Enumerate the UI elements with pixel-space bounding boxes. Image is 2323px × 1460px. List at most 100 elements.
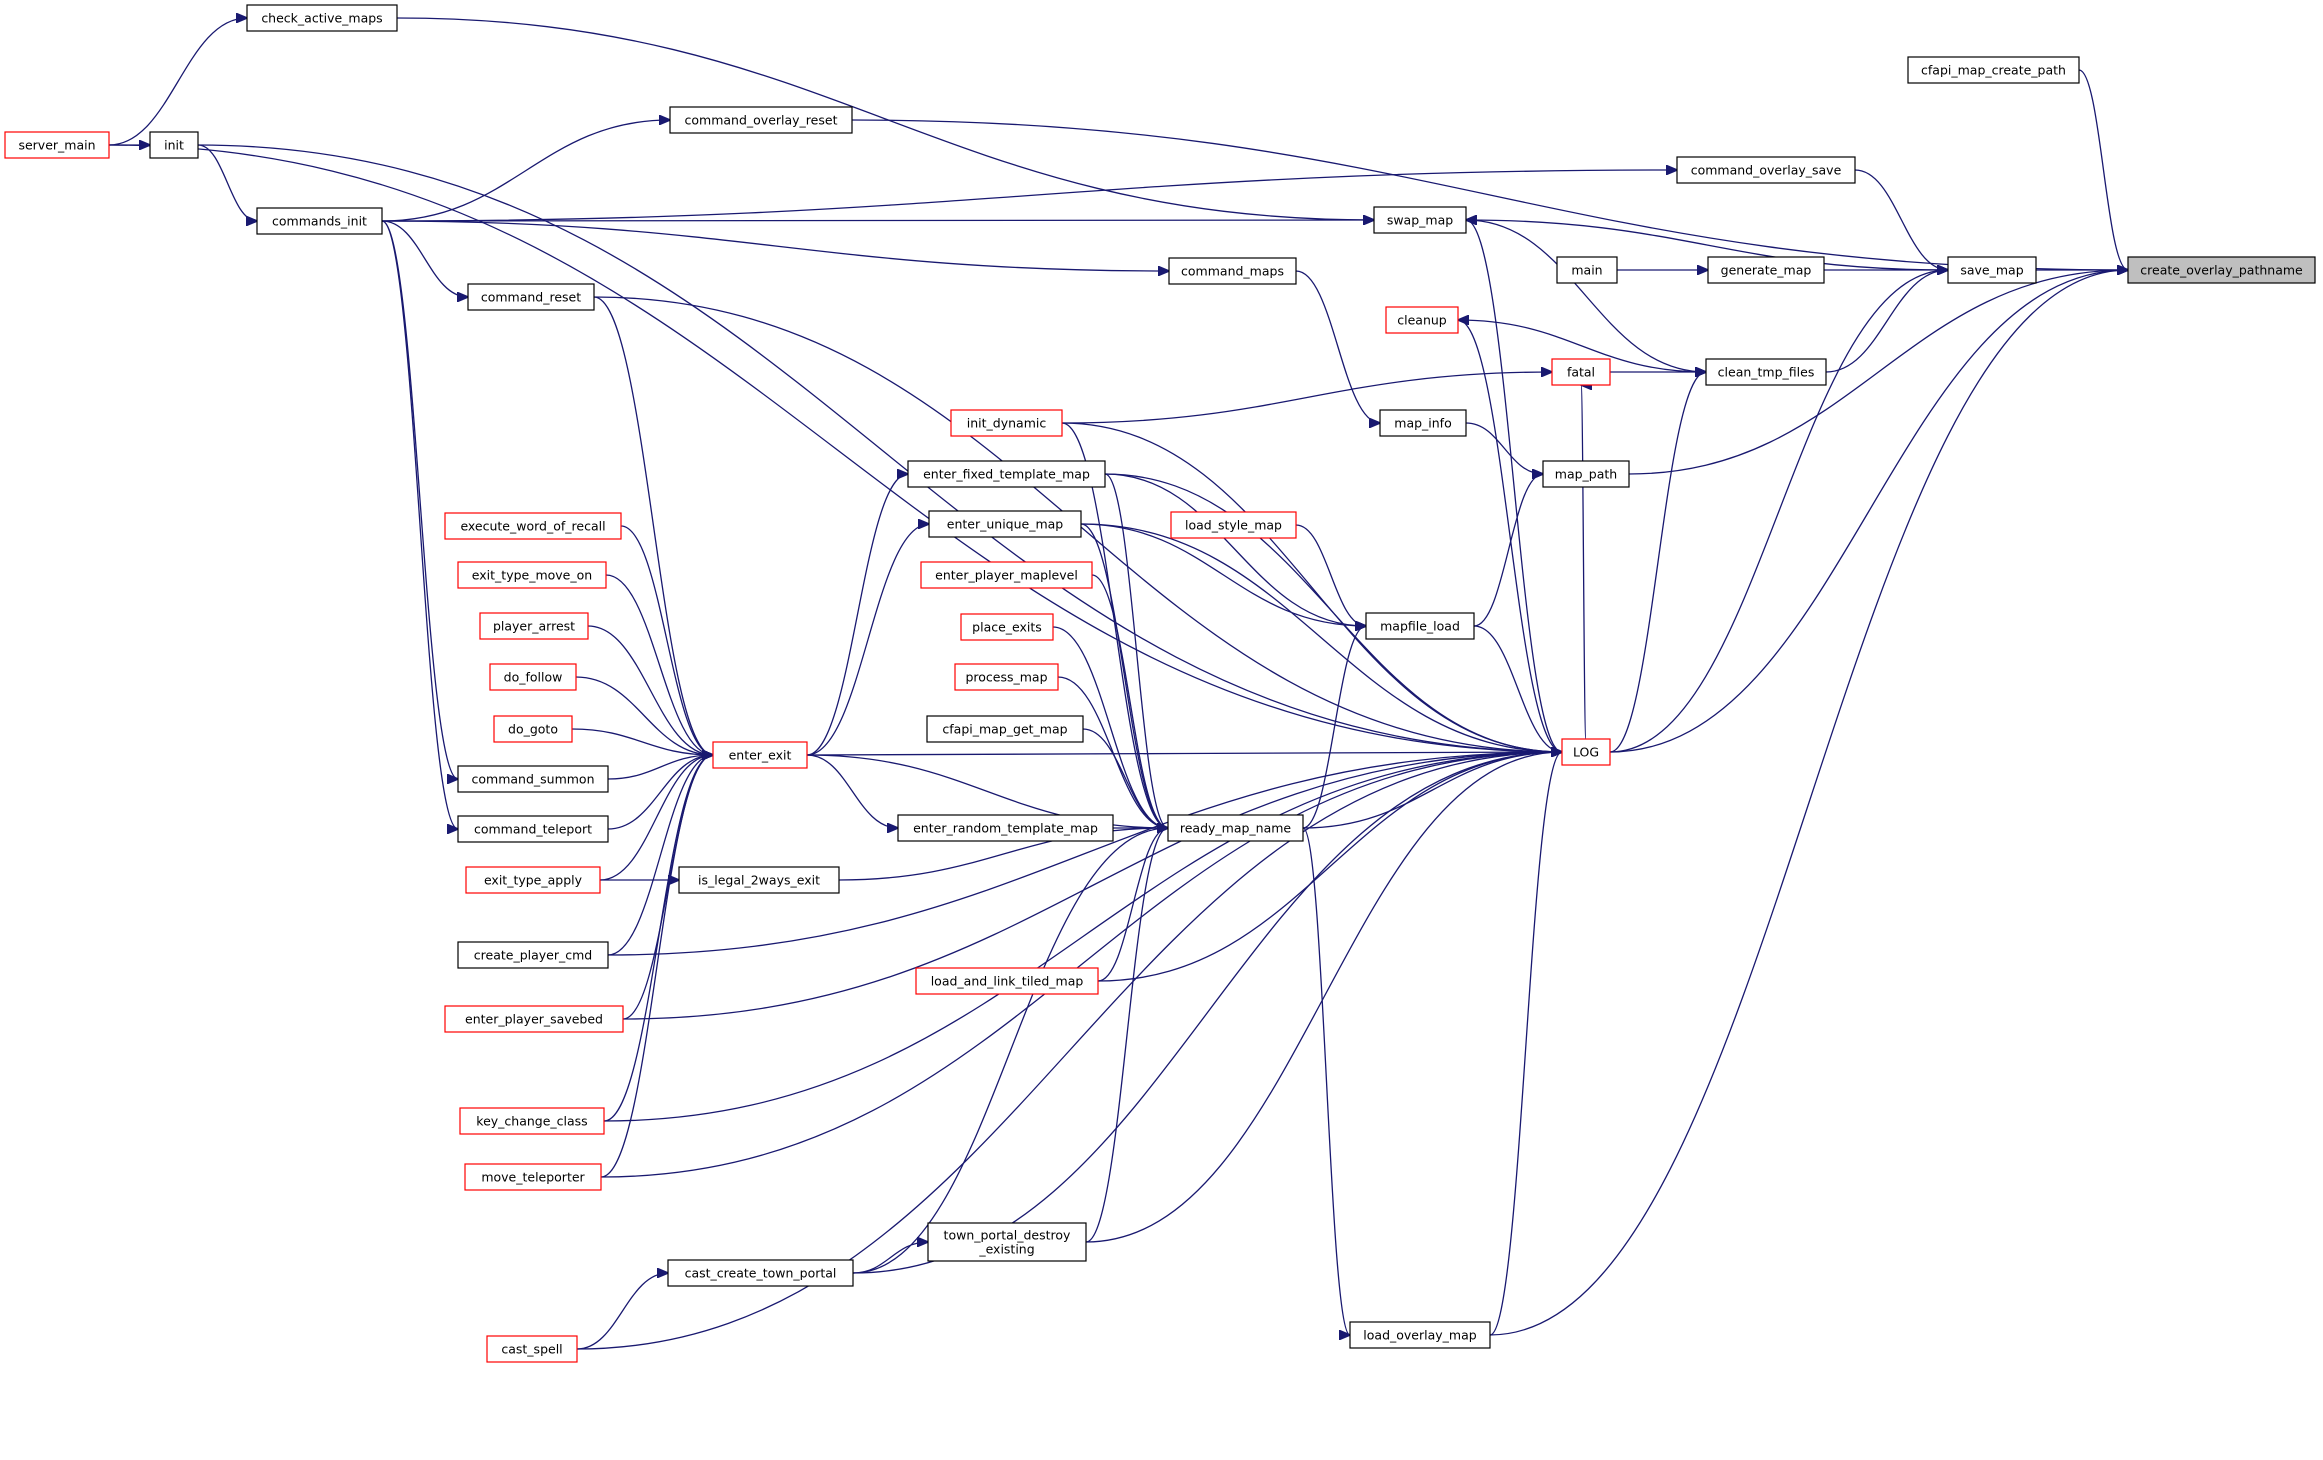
node-box (1676, 156, 1856, 184)
node-box (927, 1222, 1087, 1262)
node-command_overlay_reset[interactable]: command_overlay_reset (669, 106, 853, 134)
node-main[interactable]: main (1556, 256, 1618, 284)
node-key_change_class[interactable]: key_change_class (459, 1107, 605, 1135)
node-init[interactable]: init (149, 131, 199, 159)
node-label: LOG (1573, 745, 1599, 760)
call-edge-LOG-to-cleanup (1458, 320, 1563, 753)
node-label: init (164, 138, 184, 153)
node-cfapi_map_create_path[interactable]: cfapi_map_create_path (1907, 56, 2080, 84)
node-box (493, 715, 573, 743)
call-edge-server_main-to-check_active_maps (108, 18, 247, 146)
node-move_teleporter[interactable]: move_teleporter (464, 1163, 602, 1191)
node-enter_player_savebed[interactable]: enter_player_savebed (444, 1005, 624, 1033)
node-do_goto[interactable]: do_goto (493, 715, 573, 743)
call-edge-command_overlay_reset-to-create_overlay_pathname (851, 119, 2128, 270)
node-load_and_link_tiled_map[interactable]: load_and_link_tiled_map (915, 967, 1099, 995)
node-save_map[interactable]: save_map (1947, 256, 2037, 284)
node-do_follow[interactable]: do_follow (489, 663, 577, 691)
node-exit_type_apply[interactable]: exit_type_apply (465, 866, 601, 894)
call-edge-exit_type_move_on-to-enter_exit (605, 574, 713, 755)
node-enter_unique_map[interactable]: enter_unique_map (928, 510, 1082, 538)
node-check_active_maps[interactable]: check_active_maps (246, 4, 398, 32)
call-edge-commands_init-to-swap_map (381, 220, 1374, 221)
node-label: init_dynamic (967, 416, 1047, 431)
node-town_portal_destroy_existing[interactable]: town_portal_destroy_existing (927, 1222, 1087, 1262)
edges-layer (108, 18, 2128, 1350)
call-edge-exit_type_apply-to-enter_exit (599, 755, 713, 881)
node-commands_init[interactable]: commands_init (256, 207, 383, 235)
call-edge-commands_init-to-command_maps (381, 220, 1169, 271)
call-edge-LOG-to-create_overlay_pathname (1609, 270, 2128, 753)
node-fatal[interactable]: fatal (1551, 358, 1611, 386)
node-cast_create_town_portal[interactable]: cast_create_town_portal (667, 1259, 854, 1287)
call-edge-cast_spell-to-LOG (576, 752, 1562, 1350)
call-edge-load_and_link_tiled_map-to-LOG (1097, 752, 1562, 982)
node-ready_map_name[interactable]: ready_map_name (1167, 814, 1304, 842)
node-box (246, 4, 398, 32)
node-command_teleport[interactable]: command_teleport (457, 815, 609, 843)
node-label: cast_spell (501, 1342, 562, 1357)
node-place_exits[interactable]: place_exits (960, 613, 1054, 641)
node-load_style_map[interactable]: load_style_map (1170, 511, 1297, 539)
node-clean_tmp_files[interactable]: clean_tmp_files (1705, 358, 1827, 386)
node-mapfile_load[interactable]: mapfile_load (1365, 612, 1475, 640)
call-edge-load_overlay_map-to-create_overlay_pathname (1489, 270, 2128, 1336)
node-box (1170, 511, 1297, 539)
node-label: mapfile_load (1380, 619, 1460, 634)
node-label: _existing (978, 1242, 1034, 1257)
node-cfapi_map_get_map[interactable]: cfapi_map_get_map (926, 715, 1084, 743)
node-command_summon[interactable]: command_summon (457, 765, 609, 793)
node-generate_map[interactable]: generate_map (1707, 256, 1825, 284)
node-label: fatal (1567, 365, 1595, 380)
node-enter_exit[interactable]: enter_exit (712, 741, 808, 769)
node-label: map_info (1394, 416, 1451, 431)
node-box (1707, 256, 1825, 284)
node-label: create_player_cmd (474, 948, 592, 963)
node-enter_random_template_map[interactable]: enter_random_template_map (897, 814, 1114, 842)
call-edge-LOG-to-swap_map (1466, 220, 1563, 753)
call-edge-commands_init-to-command_overlay_save (381, 170, 1677, 222)
node-load_overlay_map[interactable]: load_overlay_map (1349, 1321, 1491, 1349)
node-box (928, 510, 1082, 538)
node-LOG[interactable]: LOG (1561, 738, 1611, 766)
node-box (1705, 358, 1827, 386)
node-label: key_change_class (476, 1114, 587, 1129)
node-label: load_and_link_tiled_map (931, 974, 1084, 989)
node-init_dynamic[interactable]: init_dynamic (950, 409, 1063, 437)
node-cleanup[interactable]: cleanup (1385, 306, 1459, 334)
node-command_maps[interactable]: command_maps (1168, 257, 1297, 285)
node-server_main[interactable]: server_main (4, 131, 110, 159)
node-create_player_cmd[interactable]: create_player_cmd (457, 941, 609, 969)
call-edge-enter_exit-to-enter_fixed_template_map (806, 474, 908, 756)
node-execute_word_of_recall[interactable]: execute_word_of_recall (444, 512, 622, 540)
node-cast_spell[interactable]: cast_spell (486, 1335, 578, 1363)
node-player_arrest[interactable]: player_arrest (479, 612, 589, 640)
node-swap_map[interactable]: swap_map (1373, 206, 1467, 234)
node-label: command_reset (481, 290, 581, 305)
node-create_overlay_pathname[interactable]: create_overlay_pathname (2127, 256, 2316, 284)
node-label: save_map (1960, 263, 2023, 278)
call-edge-commands_init-to-command_teleport (381, 220, 458, 829)
node-map_path[interactable]: map_path (1542, 460, 1630, 488)
node-box (669, 106, 853, 134)
node-is_legal_2ways_exit[interactable]: is_legal_2ways_exit (678, 866, 840, 894)
call-edge-command_overlay_save-to-save_map (1854, 169, 1948, 270)
node-exit_type_move_on[interactable]: exit_type_move_on (457, 561, 607, 589)
node-command_reset[interactable]: command_reset (467, 283, 595, 311)
node-enter_player_maplevel[interactable]: enter_player_maplevel (920, 561, 1093, 589)
call-edge-player_arrest-to-enter_exit (587, 625, 713, 755)
node-process_map[interactable]: process_map (954, 663, 1059, 691)
node-box (457, 561, 607, 589)
call-edge-create_player_cmd-to-enter_exit (607, 755, 713, 956)
node-box (464, 1163, 602, 1191)
node-map_info[interactable]: map_info (1379, 409, 1467, 437)
node-label: create_overlay_pathname (2140, 263, 2303, 278)
call-edge-enter_fixed_template_map-to-mapfile_load (1104, 473, 1366, 626)
node-label: exit_type_apply (484, 873, 583, 888)
node-box (1947, 256, 2037, 284)
node-command_overlay_save[interactable]: command_overlay_save (1676, 156, 1856, 184)
call-edge-ready_map_name-to-mapfile_load (1302, 626, 1366, 829)
node-label: enter_random_template_map (913, 821, 1098, 836)
node-enter_fixed_template_map[interactable]: enter_fixed_template_map (907, 460, 1106, 488)
